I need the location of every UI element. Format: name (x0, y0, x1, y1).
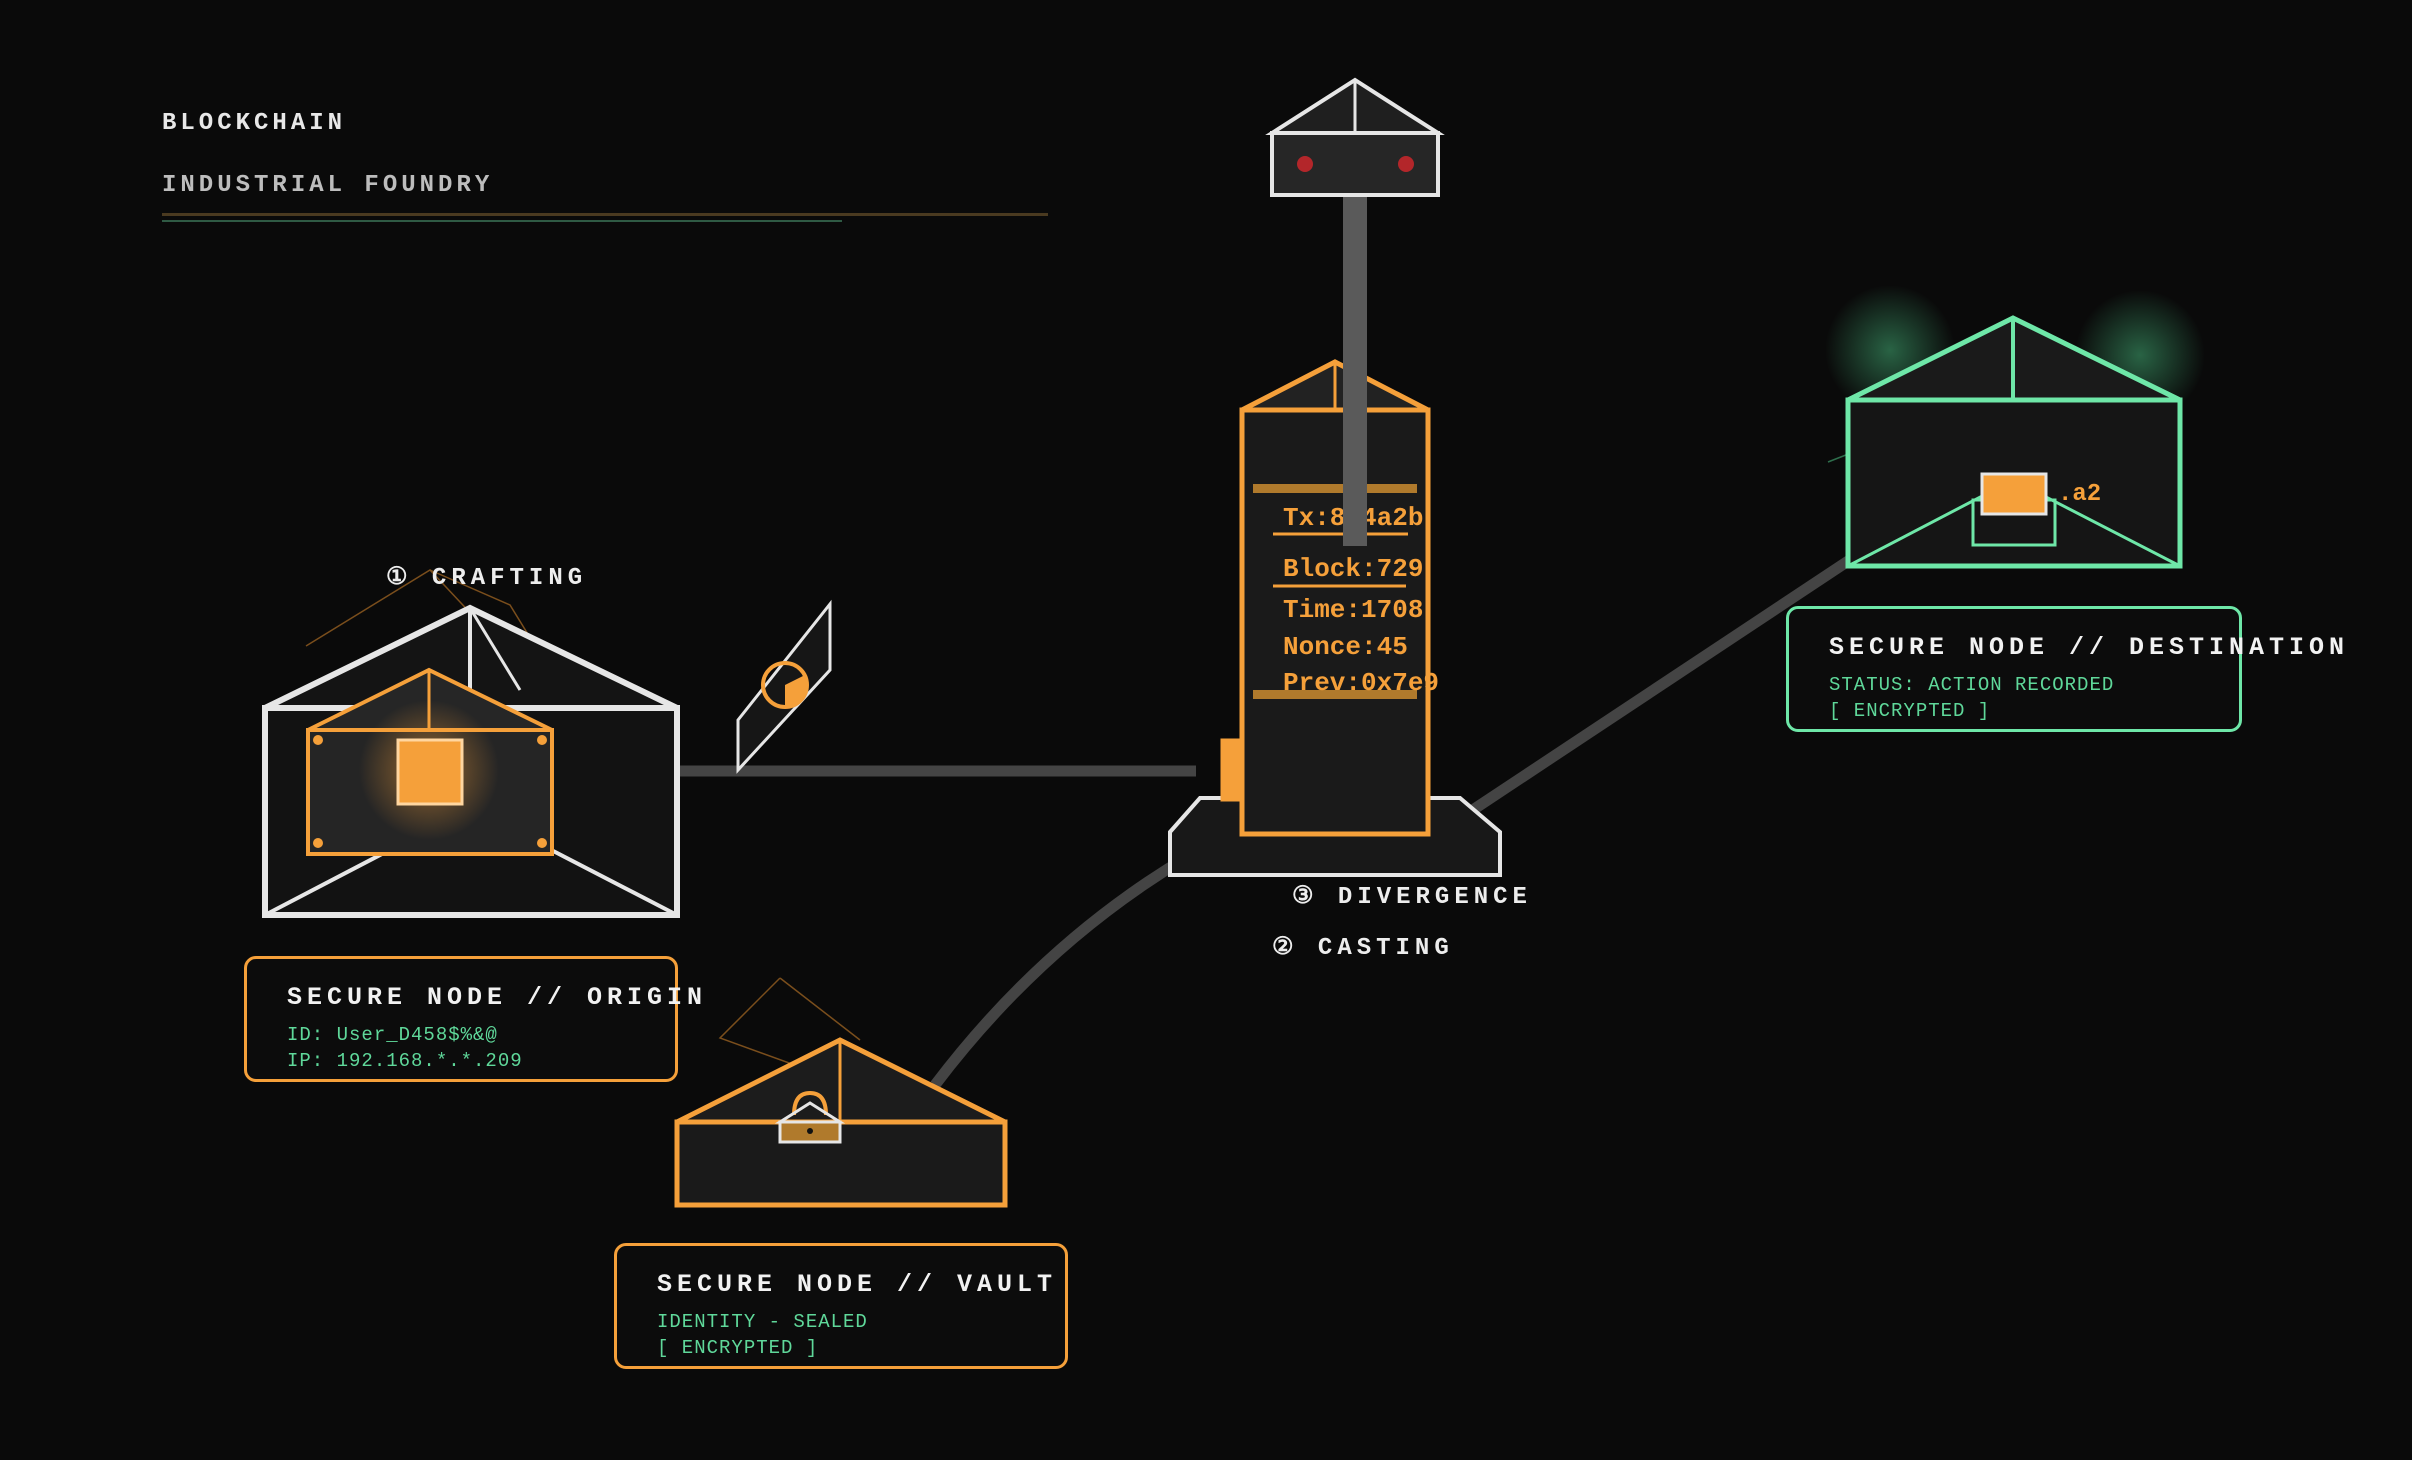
origin-node-title: SECURE NODE // ORIGIN (287, 983, 708, 1012)
destination-node-status: STATUS: ACTION RECORDED (1829, 674, 2115, 696)
destination-core-block (1980, 472, 2048, 516)
ledger-block: Block:729 (1283, 554, 1423, 584)
vault-node-title: SECURE NODE // VAULT (657, 1270, 1058, 1299)
ledger-nonce: Nonce:45 (1283, 632, 1408, 662)
origin-core-block (396, 738, 464, 806)
vault-node-status: IDENTITY - SEALED (657, 1311, 868, 1333)
destination-node-title: SECURE NODE // DESTINATION (1829, 633, 2350, 662)
diagram-title: BLOCKCHAIN (162, 110, 347, 137)
vault-building (674, 1037, 1008, 1208)
padlock-icon (774, 1090, 846, 1144)
forge-tower (1168, 359, 1502, 877)
signpost-icon (736, 599, 832, 774)
stage-divergence-label: ③ DIVERGENCE (1292, 884, 1532, 911)
origin-building (262, 604, 680, 918)
header-rule-green (162, 220, 842, 222)
ledger-time: Time:1708 (1283, 595, 1423, 625)
destination-node-card: SECURE NODE // DESTINATION STATUS: ACTIO… (1786, 606, 2350, 732)
origin-node-id: ID: User_D458$%&@ (287, 1024, 498, 1046)
stage-casting-label: ② CASTING (1272, 935, 1454, 962)
pipe-forge-to-destination (1431, 515, 1914, 840)
header-rule-amber (162, 213, 1048, 216)
destination-node-encryption: [ ENCRYPTED ] (1829, 700, 1991, 722)
ledger-prev: Prev:0x7e9 (1283, 668, 1439, 698)
destination-building (1825, 285, 2205, 569)
origin-node-card: SECURE NODE // ORIGIN ID: User_D458$%&@ … (244, 956, 708, 1082)
vault-node-encryption: [ ENCRYPTED ] (657, 1337, 819, 1359)
destination-tag: .a2 (2058, 481, 2101, 508)
vault-node-card: SECURE NODE // VAULT IDENTITY - SEALED [… (614, 1243, 1068, 1369)
origin-node-ip: IP: 192.168.*.*.209 (287, 1050, 523, 1072)
stamping-press (1265, 77, 1445, 546)
diagram-subtitle: INDUSTRIAL FOUNDRY (162, 172, 494, 199)
stage-crafting-label: ① CRAFTING (386, 565, 588, 592)
